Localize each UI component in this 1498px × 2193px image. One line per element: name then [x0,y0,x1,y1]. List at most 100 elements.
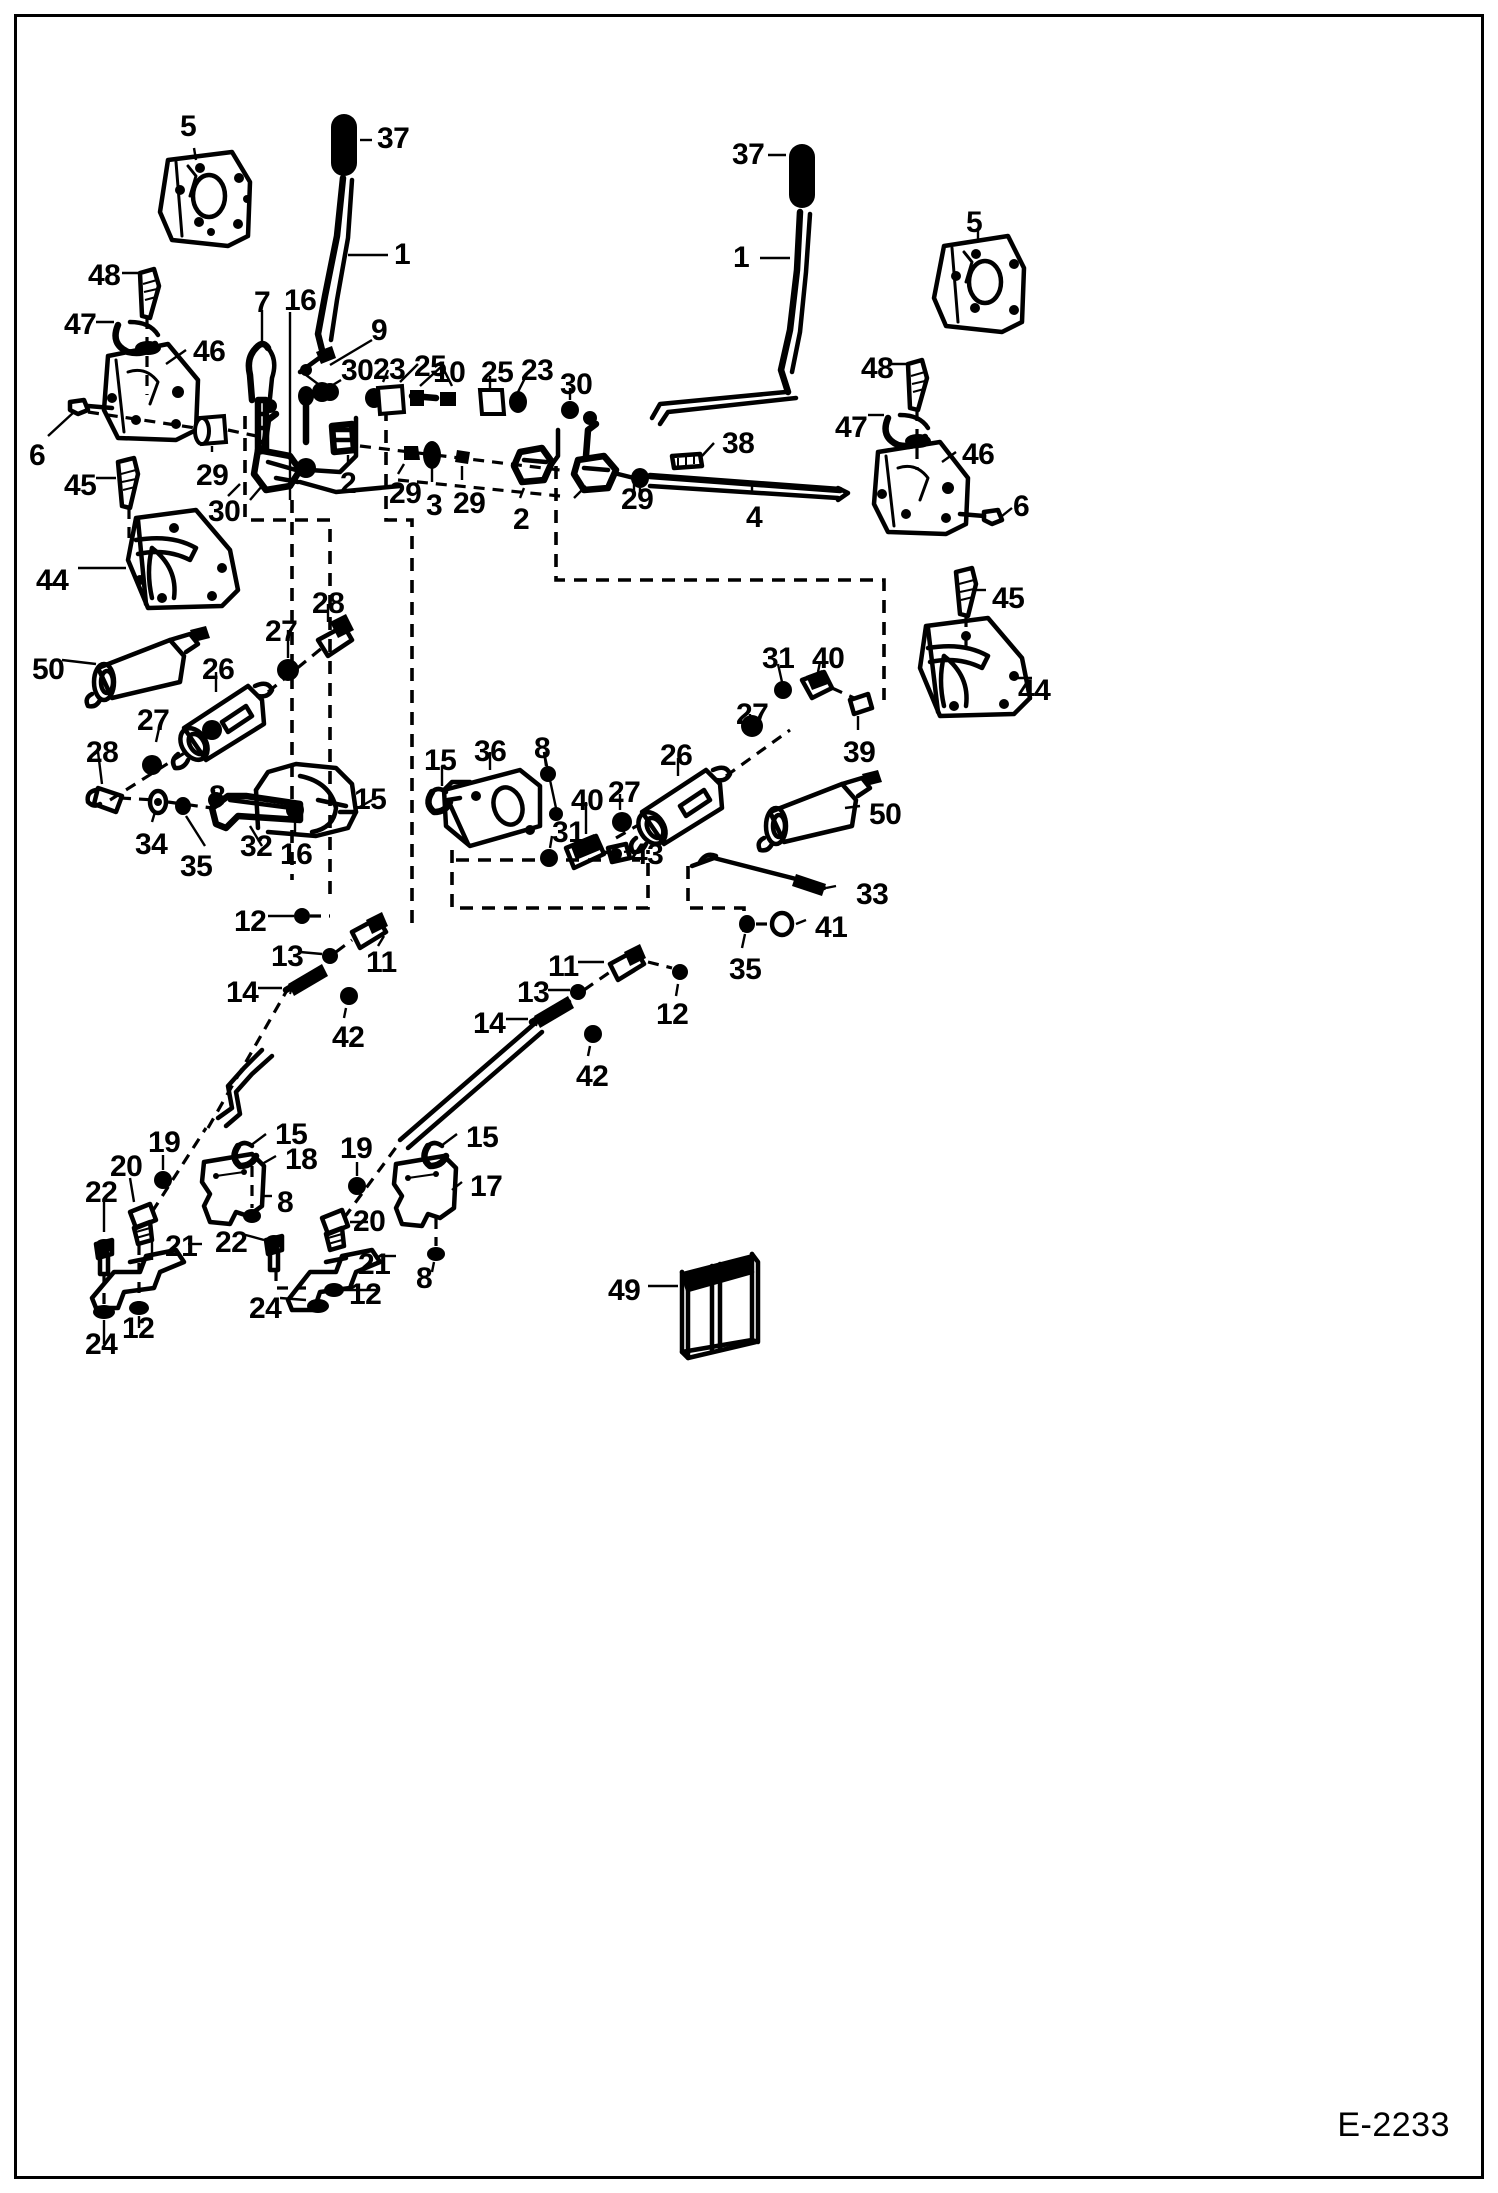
part-44-right-bracket [917,615,1033,719]
part-32-lever [208,792,304,832]
callout-number-37: 37 [377,122,410,155]
part-37-right-knob [789,144,815,208]
part-35-a-washer [175,797,191,815]
callout-number-26: 26 [660,739,693,772]
part-30-b-nut [561,401,579,419]
callout-number-26: 26 [202,653,235,686]
part-28-lower-end [85,785,125,815]
callout-number-43: 43 [631,838,664,871]
part-12-c-nut [324,1283,344,1297]
callout-number-22: 22 [215,1226,248,1259]
callout-number-42: 42 [576,1060,609,1093]
chassis-panel-center [253,761,359,839]
callout-number-45: 45 [64,469,97,502]
callout-number-40: 40 [571,784,604,817]
callout-number-46: 46 [193,335,226,368]
callout-number-20: 20 [353,1205,386,1238]
callout-number-13: 13 [271,940,304,973]
part-25-b-spacer [477,388,507,416]
callout-number-8: 8 [209,780,226,813]
callout-number-21: 21 [358,1248,391,1281]
callout-number-37: 37 [732,138,765,171]
part-38-pin [669,451,705,471]
part-19-b-ball [348,1177,366,1195]
callout-number-29: 29 [389,477,422,510]
part-24-b-nut [307,1299,329,1313]
callout-number-47: 47 [835,411,868,444]
callout-number-25: 25 [414,350,447,383]
part-23-b-bushing [509,391,527,413]
callout-number-24: 24 [85,1328,118,1361]
callout-number-11: 11 [366,946,397,979]
part-1-left-lever [314,174,355,354]
callout-number-48: 48 [861,352,894,385]
callout-number-38: 38 [722,427,755,460]
callout-number-48: 48 [88,259,121,292]
part-2-right-linkage [510,427,561,486]
callout-number-21: 21 [165,1230,198,1263]
part-15-center-clip [425,786,463,816]
part-33-rod [689,852,827,896]
part-48-left-bolt [137,266,162,321]
part-27-b-ball [741,715,763,737]
part-4-long-rod [646,472,851,503]
part-12-b-nut [672,964,688,980]
callout-number-50: 50 [869,798,902,831]
part-19-a-ball [154,1171,172,1189]
part-12-a-nut [294,908,310,924]
part-27-left-upper-ball [277,659,299,681]
part-29-c-bushing [455,450,470,464]
callout-number-17: 17 [470,1170,503,1203]
part-28-upper-end [315,614,355,659]
callout-number-50: 50 [32,653,65,686]
callout-number-35: 35 [729,953,762,986]
callout-number-1: 1 [733,241,750,274]
callout-number-47: 47 [64,308,97,341]
callout-number-2: 2 [513,503,530,536]
callout-number-40: 40 [812,642,845,675]
part-35-b-washer [739,915,755,933]
part-11-b-fitting [607,944,647,983]
callout-number-12: 12 [234,905,267,938]
callout-number-29: 29 [196,459,229,492]
callout-number-18: 18 [285,1143,318,1176]
part-22-a-bolt [93,1237,115,1277]
callout-number-12: 12 [122,1312,155,1345]
callout-number-1: 1 [394,238,411,271]
callout-number-44: 44 [1018,674,1051,707]
callout-number-27: 27 [736,698,769,731]
part-22-b-bolt [263,1233,285,1273]
callout-number-36: 36 [474,735,507,768]
part-42-b-nut [584,1025,602,1043]
diagram-reference-code: E-2233 [1337,2106,1450,2144]
part-48-right-bolt [905,357,930,413]
part-27-c-ball [142,755,162,775]
part-14-b-spring [528,996,574,1028]
part-46-right-bracket [871,439,971,537]
part-45-right-bolt [953,565,979,619]
callout-number-8: 8 [416,1262,433,1295]
part-25-a-spacer [375,383,407,417]
part-50-left-shock [84,626,210,709]
part-36-bracket [441,767,543,849]
part-30-a-nut [321,383,339,401]
part-10-rod [408,390,456,406]
callout-number-12: 12 [349,1278,382,1311]
callout-number-5: 5 [966,206,983,239]
callout-number-19: 19 [148,1126,181,1159]
part-21-a-bracket [89,1247,187,1311]
part-16-b-bolt [286,801,304,819]
callout-number-30: 30 [560,368,593,401]
part-13-b-ball [570,984,586,1000]
callout-number-23: 23 [521,354,554,387]
callout-number-4: 4 [746,501,763,534]
callout-number-45: 45 [992,582,1025,615]
part-5-left-mount-plate [157,149,253,249]
part-49-manual [679,1251,761,1361]
callout-number-30: 30 [208,495,241,528]
callout-number-5: 5 [180,110,197,143]
callout-number-15: 15 [354,783,387,816]
part-14-a-spring [282,964,328,996]
part-24-a-nut [93,1305,115,1319]
callout-number-15: 15 [424,744,457,777]
